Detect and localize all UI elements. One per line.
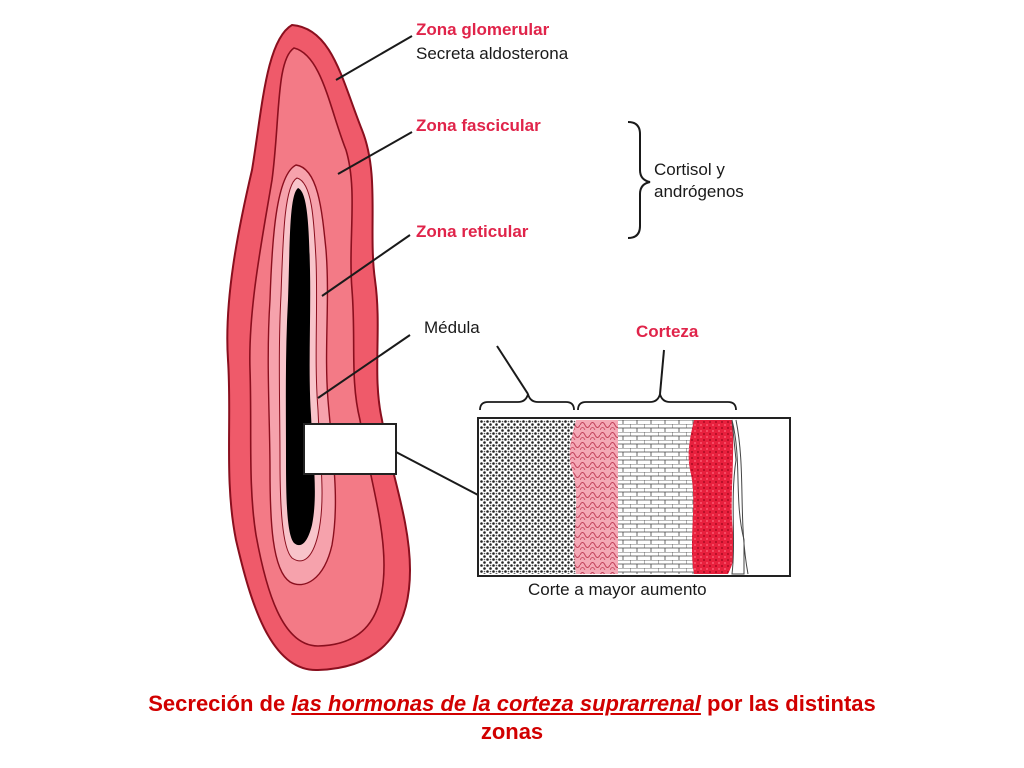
sample-box	[303, 423, 397, 475]
label-zona-glomerular: Zona glomerular	[416, 20, 550, 39]
corteza-pointer	[659, 349, 665, 395]
label-zona-fascicular: Zona fascicular	[416, 116, 541, 135]
label-corte-caption: Corte a mayor aumento	[528, 580, 707, 599]
cortisol-brace	[627, 121, 651, 239]
label-secreta-aldosterona: Secreta aldosterona	[416, 44, 569, 63]
caption-line1: Secreción de las hormonas de la corteza …	[0, 690, 1024, 718]
caption-part1: Secreción de	[148, 691, 292, 716]
figure-caption: Secreción de las hormonas de la corteza …	[0, 690, 1024, 746]
medula-pointer	[496, 345, 529, 395]
label-zona-reticular: Zona reticular	[416, 222, 529, 241]
label-cortisol-line2: andrógenos	[654, 182, 744, 201]
label-medula: Médula	[424, 318, 480, 337]
microscopic-section	[477, 417, 791, 577]
caption-part3: por las distintas	[700, 691, 876, 716]
leader-lines	[317, 35, 481, 497]
caption-underlined: las hormonas de la corteza suprarrenal	[291, 691, 701, 716]
label-cortisol-line1: Cortisol y	[654, 160, 725, 179]
corteza-brace	[577, 393, 737, 411]
label-corteza: Corteza	[636, 322, 699, 341]
caption-line2: zonas	[480, 719, 544, 744]
medula-brace	[479, 393, 575, 411]
